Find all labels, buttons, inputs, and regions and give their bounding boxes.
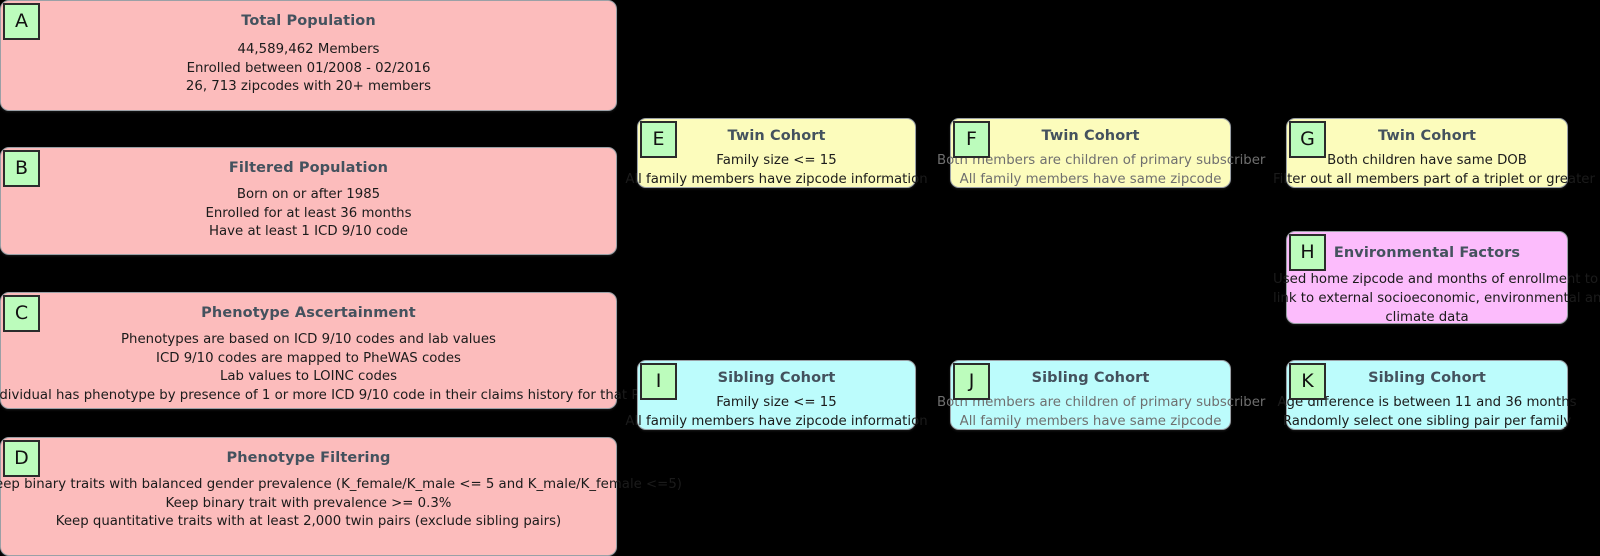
node-j-title: Sibling Cohort <box>1031 370 1150 386</box>
node-d-line-1: Keep binary traits with balanced gender … <box>0 477 682 492</box>
node-i-line-2: All family members have zipcode informat… <box>625 413 928 429</box>
node-g-line-2: Filter out all members part of a triplet… <box>1273 171 1595 187</box>
node-g-title: Twin Cohort <box>1377 128 1477 144</box>
node-i-line-1: Family size <= 15 <box>716 395 837 410</box>
node-e-line-2: All family members have zipcode informat… <box>625 171 928 187</box>
node-f-body: Both members are children of primary sub… <box>937 152 1266 189</box>
node-h-body: Used home zipcode and months of enrollme… <box>1273 270 1600 327</box>
node-c-line-2: ICD 9/10 codes are mapped to PheWAS code… <box>156 350 461 366</box>
node-j-line-1: Both members are children of primary sub… <box>937 395 1266 410</box>
node-badge-c: C <box>3 295 40 332</box>
node-h-environmental-factors[interactable]: H Environmental Factors Used home zipcod… <box>1273 231 1600 325</box>
node-e-body: Family size <= 15 All family members hav… <box>624 152 929 189</box>
node-badge-j: J <box>953 363 990 400</box>
node-h-line-1: Used home zipcode and months of enrollme… <box>1273 272 1599 287</box>
node-h-title: Environmental Factors <box>1333 245 1521 261</box>
node-b-line-2: Enrolled for at least 36 months <box>205 205 412 221</box>
node-e-title: Twin Cohort <box>727 128 826 144</box>
node-k-body: Age difference is between 11 and 36 mont… <box>1273 394 1581 431</box>
node-h-line-2: link to external socioeconomic, environm… <box>1273 291 1600 306</box>
node-c-body: Phenotypes are based on ICD 9/10 codes a… <box>0 331 723 405</box>
node-j-line-2: All family members have same zipcode <box>959 413 1222 429</box>
node-c-title: Phenotype Ascertainment <box>201 305 416 321</box>
node-e-line-1: Family size <= 15 <box>716 153 837 168</box>
node-a-title: Total Population <box>241 13 376 29</box>
node-b-body: Born on or after 1985 Enrolled for at le… <box>0 186 630 242</box>
node-d-line-2: Keep binary trait with prevalence >= 0.3… <box>165 495 452 511</box>
node-i-body: Family size <= 15 All family members hav… <box>624 394 929 431</box>
node-f-line-1: Both members are children of primary sub… <box>937 153 1266 168</box>
node-e-twin-cohort[interactable]: E Twin Cohort Family size <= 15 All fami… <box>625 118 928 188</box>
node-k-line-1: Age difference is between 11 and 36 mont… <box>1277 395 1577 410</box>
node-d-body: Keep binary traits with balanced gender … <box>0 476 682 532</box>
node-badge-b: B <box>3 150 40 187</box>
node-badge-f: F <box>953 121 990 158</box>
node-b-filtered-population[interactable]: B Filtered Population Born on or after 1… <box>0 147 617 255</box>
node-j-body: Both members are children of primary sub… <box>937 394 1266 431</box>
node-d-phenotype-filtering[interactable]: D Phenotype Filtering Keep binary traits… <box>0 437 682 556</box>
node-badge-e: E <box>640 121 677 158</box>
node-g-body: Both children have same DOB Filter out a… <box>1273 152 1595 189</box>
node-k-line-2: Randomly select one sibling pair per fam… <box>1282 413 1572 429</box>
node-d-title: Phenotype Filtering <box>226 450 391 466</box>
node-k-title: Sibling Cohort <box>1368 370 1486 386</box>
node-b-title: Filtered Population <box>228 160 389 176</box>
node-f-line-2: All family members have same zipcode <box>959 171 1222 187</box>
node-badge-a: A <box>3 3 40 40</box>
node-c-phenotype-ascertainment[interactable]: C Phenotype Ascertainment Phenotypes are… <box>0 292 722 409</box>
node-badge-g: G <box>1289 121 1326 158</box>
node-i-sibling-cohort[interactable]: I Sibling Cohort Family size <= 15 All f… <box>625 360 928 430</box>
node-b-line-3: Have at least 1 ICD 9/10 code <box>209 224 408 239</box>
node-c-line-4: Individual has phenotype by presence of … <box>0 387 723 403</box>
node-badge-h: H <box>1289 234 1326 271</box>
node-g-twin-cohort[interactable]: G Twin Cohort Both children have same DO… <box>1273 118 1595 188</box>
node-a-line-1: 44,589,462 Members <box>237 42 380 57</box>
node-g-line-1: Both children have same DOB <box>1327 153 1527 168</box>
node-d-line-3: Keep quantitative traits with at least 2… <box>55 514 562 529</box>
node-badge-k: K <box>1289 363 1326 400</box>
node-c-line-1: Phenotypes are based on ICD 9/10 codes a… <box>121 332 496 347</box>
node-badge-d: D <box>3 440 40 477</box>
node-h-line-3: climate data <box>1385 310 1469 325</box>
node-b-line-1: Born on or after 1985 <box>236 187 381 202</box>
node-j-sibling-cohort[interactable]: J Sibling Cohort Both members are childr… <box>937 360 1265 430</box>
node-a-line-3: 26, 713 zipcodes with 20+ members <box>185 79 432 94</box>
node-f-twin-cohort[interactable]: F Twin Cohort Both members are children … <box>937 118 1265 188</box>
node-a-body: 44,589,462 Members Enrolled between 01/2… <box>0 41 630 97</box>
node-badge-i: I <box>640 363 677 400</box>
node-k-sibling-cohort[interactable]: K Sibling Cohort Age difference is betwe… <box>1277 360 1577 430</box>
node-f-title: Twin Cohort <box>1041 128 1140 144</box>
node-a-line-2: Enrolled between 01/2008 - 02/2016 <box>186 60 431 76</box>
node-i-title: Sibling Cohort <box>717 370 836 386</box>
node-a-total-population[interactable]: A Total Population 44,589,462 Members En… <box>0 0 617 111</box>
node-c-line-3: Lab values to LOINC codes <box>219 369 398 384</box>
